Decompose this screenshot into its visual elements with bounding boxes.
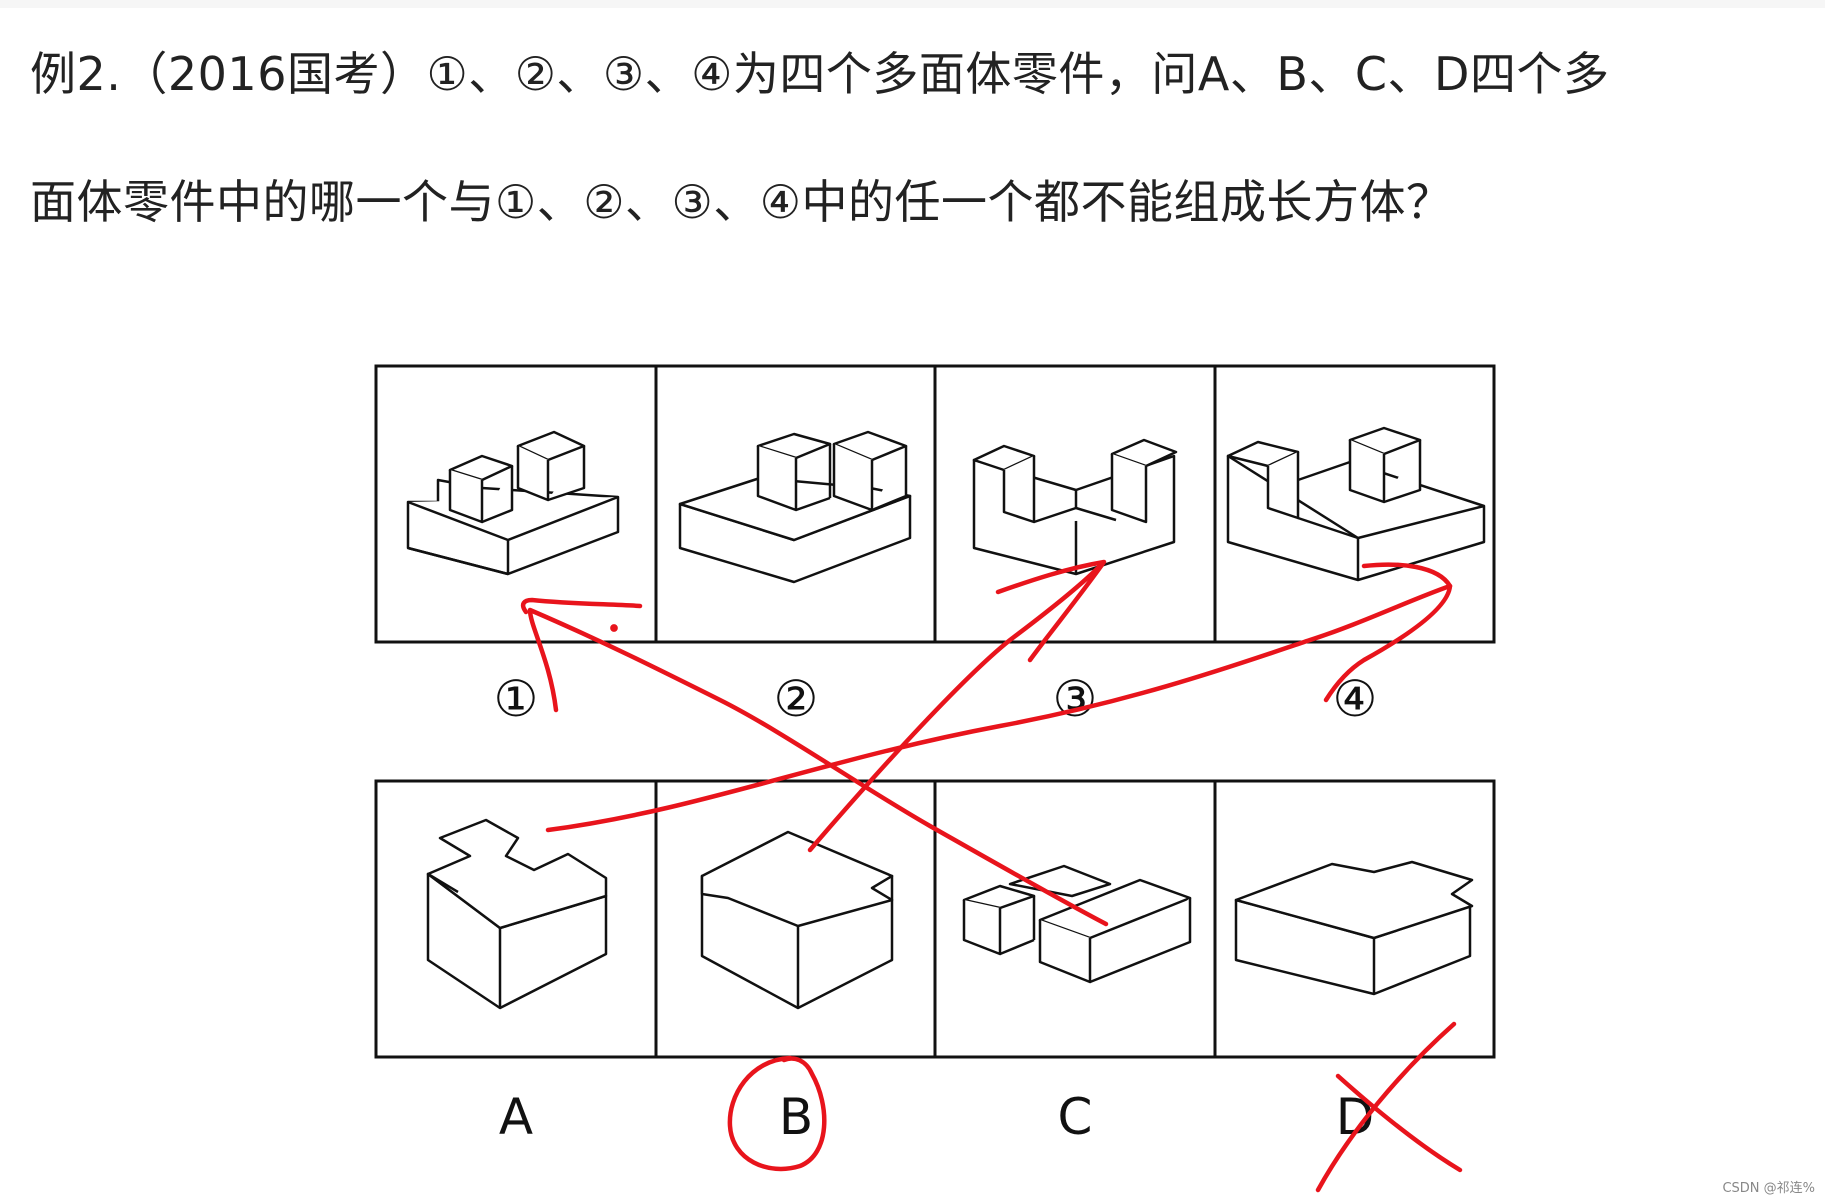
piece-2-drawing — [678, 430, 912, 584]
arrow-b-to-3 — [807, 563, 1103, 853]
label-b: B — [779, 1088, 813, 1146]
question-line-2: 面体零件中的哪一个与①、②、③、④中的任一个都不能组成长方体？ — [30, 175, 1453, 229]
arrowhead-4 — [1323, 562, 1453, 703]
cross-on-d — [1315, 1021, 1463, 1193]
piece-d-drawing — [1234, 860, 1474, 996]
circle-around-b — [727, 1055, 827, 1172]
label-3: ③ — [1053, 670, 1098, 728]
arrowhead-3 — [995, 559, 1107, 663]
piece-c-drawing — [962, 864, 1192, 984]
arrow-c-to-1 — [527, 607, 1109, 927]
label-a: A — [499, 1088, 533, 1146]
piece-3-drawing — [972, 438, 1178, 576]
piece-1-drawing — [406, 430, 620, 576]
question-text: 例2.（2016国考）①、②、③、④为四个多面体零件，问A、B、C、D四个多 面… — [30, 10, 1805, 266]
label-c: C — [1058, 1088, 1093, 1146]
piece-4-drawing — [1226, 426, 1486, 582]
piece-a-drawing — [426, 818, 608, 1010]
arrowhead-1 — [520, 597, 643, 615]
top-strip — [0, 0, 1825, 8]
watermark: CSDN @祁连% — [1722, 1181, 1815, 1196]
ink-dot — [610, 624, 618, 632]
label-2: ② — [774, 670, 819, 728]
question-line-1: 例2.（2016国考）①、②、③、④为四个多面体零件，问A、B、C、D四个多 — [30, 47, 1610, 101]
arrow-a-to-4 — [545, 583, 1453, 833]
piece-b-drawing — [700, 830, 894, 1010]
label-1: ① — [494, 670, 539, 728]
